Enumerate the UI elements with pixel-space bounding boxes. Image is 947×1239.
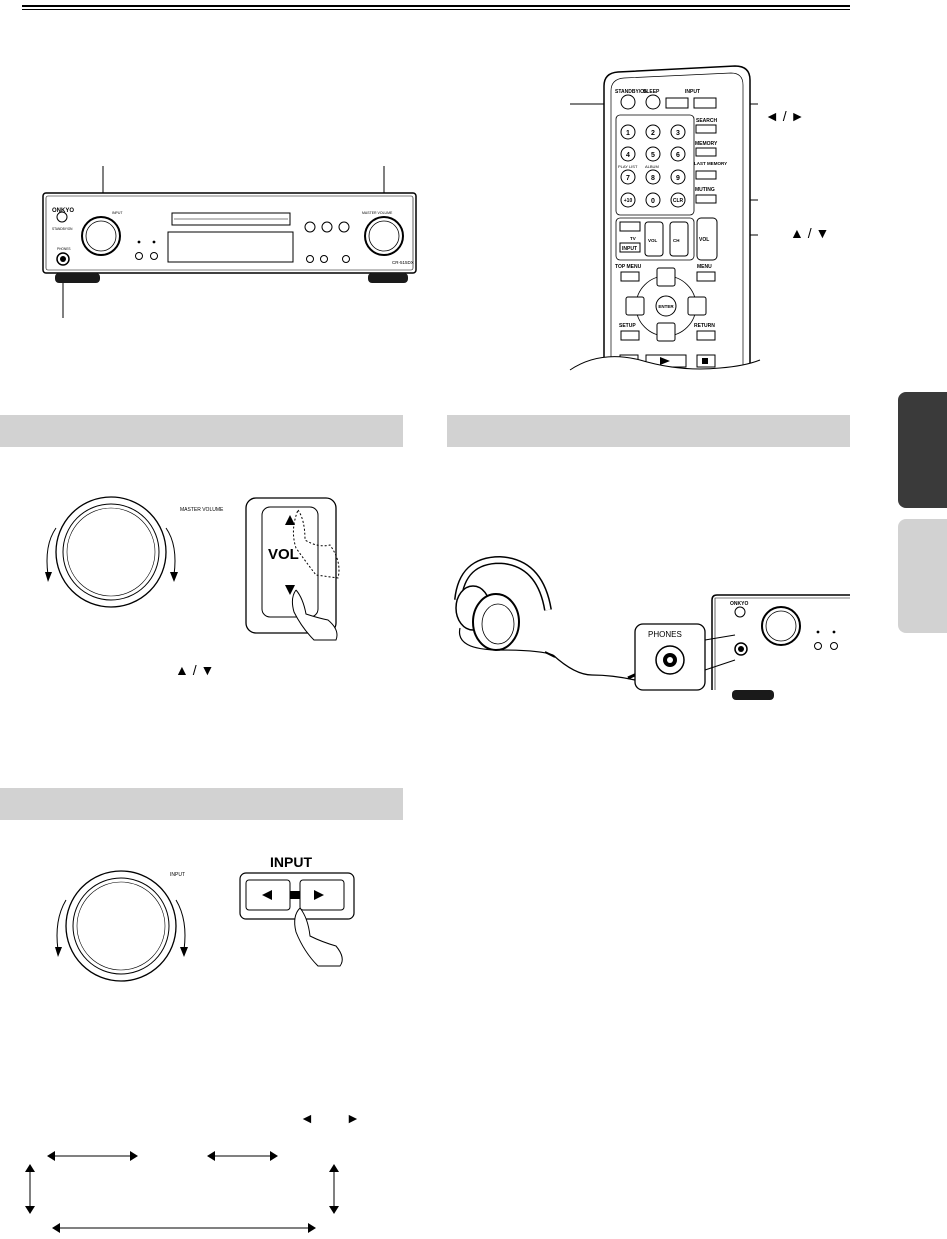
remote-album: ALBUM — [645, 164, 659, 169]
input-buttons-label: INPUT — [270, 854, 312, 870]
remote-sleep-label: SLEEP — [643, 89, 660, 95]
remote-digit-grid — [620, 124, 686, 208]
front-phones-label: PHONES — [57, 247, 70, 251]
remote-standby-label: STANDBY/ON — [615, 89, 648, 95]
front-master-volume-label: MASTER VOLUME — [362, 211, 393, 215]
remote-input-label: INPUT — [685, 89, 700, 95]
remote-vol-label: VOL — [699, 237, 709, 243]
section-bar-headphones — [447, 415, 850, 447]
remote-digit-6: 6 — [676, 152, 680, 159]
front-input-label: INPUT — [112, 211, 123, 215]
remote-top-menu-label: TOP MENU — [615, 264, 642, 270]
front-logo: ONKYO — [52, 208, 74, 214]
remote-input-small: INPUT — [622, 246, 637, 252]
remote-last-memory-label: LAST MEMORY — [694, 161, 727, 166]
partial-unit-logo: ONKYO — [730, 601, 748, 607]
side-tab-inactive — [898, 519, 947, 633]
remote-digit-7: 7 — [626, 175, 630, 182]
remote-muting-label: MUTING — [695, 187, 715, 193]
remote-play-list: PLAY LIST — [618, 164, 638, 169]
phones-jack-label: PHONES — [648, 630, 682, 639]
header-rule-thin — [22, 9, 850, 10]
remote-setup-label: SETUP — [619, 323, 636, 329]
remote-ch-label: CH — [673, 238, 680, 243]
remote-enter-label: ENTER — [658, 304, 674, 309]
header-rule-thick — [22, 5, 850, 7]
section-bar-input — [0, 788, 403, 820]
remote-memory-label: MEMORY — [695, 141, 718, 147]
vol-button-label: VOL — [268, 546, 299, 563]
remote-tv-vol-label: VOL — [648, 238, 658, 243]
remote-digit-0: 0 — [651, 198, 655, 205]
side-tab-active — [898, 392, 947, 508]
remote-menu-label: MENU — [697, 264, 712, 270]
remote-search-label: SEARCH — [696, 118, 718, 124]
input-knob-label: INPUT — [170, 872, 185, 878]
remote-digit-8: 8 — [651, 175, 655, 182]
remote-digit-3: 3 — [676, 130, 680, 137]
front-model-label: CR-515DX — [392, 260, 414, 265]
remote-digit-2: 2 — [651, 130, 655, 137]
volume-updown-glyph: ▲ / ▼ — [175, 662, 215, 678]
callout-input-arrows: ◄ / ► — [765, 108, 805, 124]
remote-return-label: RETURN — [694, 323, 715, 329]
remote-tv-label: TV — [630, 236, 636, 241]
master-volume-knob-label: MASTER VOLUME — [180, 507, 224, 513]
section-bar-volume — [0, 415, 403, 447]
remote-clr: CLR — [673, 198, 684, 204]
input-right-glyph: ► — [346, 1110, 360, 1126]
remote-plus10: +10 — [624, 198, 633, 204]
front-standby-label: STANDBY/ON — [52, 227, 73, 231]
callout-vol-arrows: ▲ / ▼ — [790, 225, 830, 241]
remote-digit-5: 5 — [651, 152, 655, 159]
input-left-glyph: ◄ — [300, 1110, 314, 1126]
remote-digit-1: 1 — [626, 130, 630, 137]
remote-digit-9: 9 — [676, 175, 680, 182]
remote-digit-4: 4 — [626, 152, 630, 159]
